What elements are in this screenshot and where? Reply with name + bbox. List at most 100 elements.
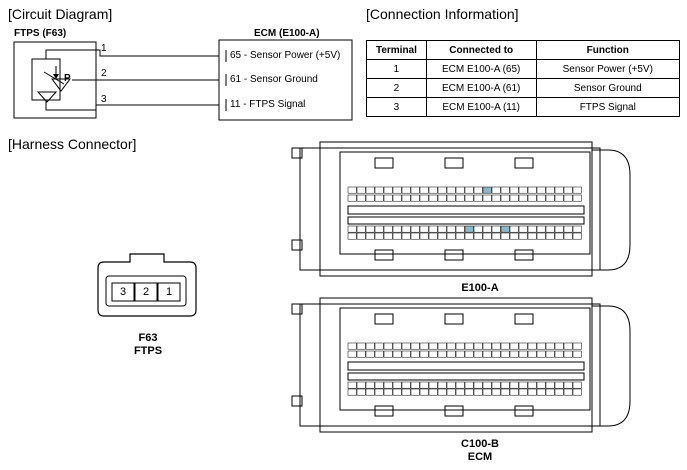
connector-pin bbox=[473, 350, 483, 358]
connector-pin bbox=[410, 350, 420, 358]
c100b-connector-body bbox=[291, 297, 631, 433]
connector-pin bbox=[356, 350, 366, 358]
connector-pin bbox=[545, 194, 555, 202]
connector-pin bbox=[482, 225, 492, 233]
connector-pin bbox=[401, 232, 411, 240]
connector-pin bbox=[518, 350, 528, 358]
connector-pin bbox=[446, 225, 456, 233]
connector-pin bbox=[347, 388, 357, 396]
f63-outline bbox=[97, 253, 197, 317]
connector-pin bbox=[383, 232, 393, 240]
connector-pin bbox=[401, 342, 411, 350]
connector-pin bbox=[464, 232, 474, 240]
connector-pin bbox=[356, 186, 366, 194]
table-row: 1 ECM E100-A (65) Sensor Power (+5V) bbox=[366, 59, 681, 79]
connector-pin bbox=[428, 388, 438, 396]
connector-pin bbox=[563, 350, 573, 358]
connector-pin bbox=[365, 381, 375, 389]
connector-pin bbox=[401, 225, 411, 233]
connector-pin bbox=[374, 232, 384, 240]
connector-pin bbox=[482, 381, 492, 389]
connector-pin bbox=[419, 350, 429, 358]
connector-pin bbox=[410, 232, 420, 240]
table-row: 3 ECM E100-A (11) FTPS Signal bbox=[366, 97, 681, 117]
connector-pin bbox=[356, 381, 366, 389]
connector-pin bbox=[554, 342, 564, 350]
connector-pin bbox=[572, 194, 582, 202]
connector-pin bbox=[374, 194, 384, 202]
table-cell: ECM E100-A (61) bbox=[425, 78, 537, 98]
connector-pin bbox=[347, 194, 357, 202]
connector-tab bbox=[291, 147, 303, 159]
ecm-pin-11-text: 11 - FTPS Signal bbox=[230, 99, 306, 110]
connector-pin bbox=[491, 194, 501, 202]
connector-pin bbox=[518, 381, 528, 389]
connector-pin bbox=[347, 186, 357, 194]
sensor-pin-3-number: 3 bbox=[101, 94, 107, 105]
connector-pin bbox=[428, 342, 438, 350]
connector-key-top bbox=[374, 313, 394, 325]
connector-pin bbox=[455, 225, 465, 233]
connector-pin bbox=[464, 194, 474, 202]
connector-pin bbox=[500, 342, 510, 350]
connector-pin bbox=[536, 381, 546, 389]
connector-pin bbox=[392, 186, 402, 194]
table-cell: ECM E100-A (11) bbox=[425, 97, 537, 117]
f63-pin-2: 2 bbox=[142, 286, 150, 298]
connector-pin bbox=[482, 342, 492, 350]
connector-pin bbox=[356, 342, 366, 350]
c100b-frame bbox=[291, 297, 631, 433]
connector-pin bbox=[383, 388, 393, 396]
table-cell: Sensor Power (+5V) bbox=[535, 59, 681, 79]
connector-pin bbox=[554, 225, 564, 233]
connector-pin bbox=[554, 381, 564, 389]
connector-pin bbox=[527, 388, 537, 396]
pressure-sensor-symbol bbox=[36, 66, 71, 103]
connector-pin bbox=[383, 381, 393, 389]
table-cell: Sensor Ground bbox=[535, 78, 681, 98]
connector-pin bbox=[383, 350, 393, 358]
connector-pin bbox=[482, 350, 492, 358]
connector-pin bbox=[401, 381, 411, 389]
connector-pin bbox=[428, 186, 438, 194]
connector-pin bbox=[491, 388, 501, 396]
connector-pin bbox=[374, 186, 384, 194]
connector-pin bbox=[545, 342, 555, 350]
connector-pin bbox=[563, 381, 573, 389]
connector-tab bbox=[291, 395, 303, 407]
connector-pin bbox=[419, 186, 429, 194]
connector-key-top bbox=[514, 157, 534, 169]
connector-pin bbox=[410, 342, 420, 350]
connector-pin bbox=[365, 225, 375, 233]
connector-pin bbox=[446, 381, 456, 389]
table-row: 2 ECM E100-A (61) Sensor Ground bbox=[366, 78, 681, 98]
f63-label: F63 bbox=[138, 332, 158, 344]
connector-key-bottom bbox=[514, 249, 534, 261]
header-function: Function bbox=[535, 40, 681, 60]
connector-pin bbox=[527, 342, 537, 350]
connector-pin bbox=[392, 194, 402, 202]
connector-divider bbox=[347, 205, 585, 215]
connection-table: Terminal Connected to Function 1 ECM E10… bbox=[366, 40, 681, 117]
connector-pin bbox=[410, 225, 420, 233]
connector-pin bbox=[347, 232, 357, 240]
connector-pin bbox=[365, 186, 375, 194]
connector-pin bbox=[527, 350, 537, 358]
connector-pin bbox=[572, 381, 582, 389]
connector-pin bbox=[536, 194, 546, 202]
connector-pin bbox=[464, 342, 474, 350]
header-terminal: Terminal bbox=[366, 40, 427, 60]
connector-pin bbox=[491, 381, 501, 389]
connector-pin bbox=[365, 232, 375, 240]
circuit-diagram-title: [Circuit Diagram] bbox=[8, 6, 113, 22]
connector-pin bbox=[410, 388, 420, 396]
sensor-label: FTPS (F63) bbox=[14, 28, 67, 39]
connector-pin bbox=[410, 194, 420, 202]
e100a-connector-body bbox=[291, 141, 631, 277]
connector-pin bbox=[473, 342, 483, 350]
table-cell: 3 bbox=[366, 97, 427, 117]
connector-pin bbox=[509, 232, 519, 240]
connector-pin bbox=[545, 388, 555, 396]
connector-pin bbox=[437, 186, 447, 194]
connector-pin bbox=[428, 194, 438, 202]
